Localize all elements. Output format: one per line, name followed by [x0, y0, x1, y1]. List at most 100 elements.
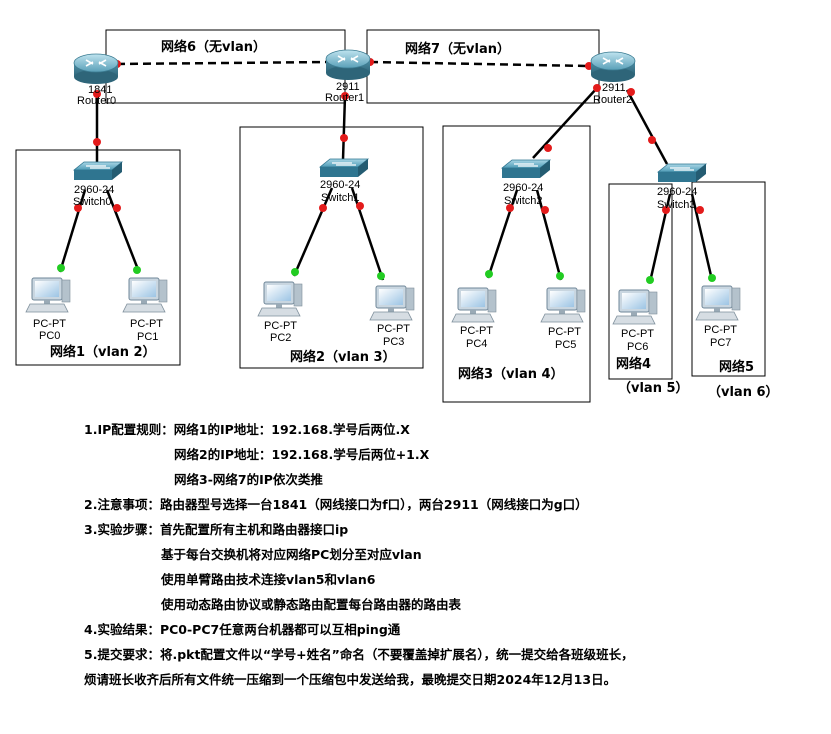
net2-label: 网络2（vlan 3） [290, 349, 396, 365]
net5-label: 网络5 [719, 359, 754, 375]
port-dot [544, 144, 552, 152]
router-0-name: Router0 [77, 95, 116, 107]
port-dot [319, 204, 327, 212]
router-0-model: 1841 [88, 84, 112, 96]
port-dot [662, 206, 670, 214]
note-step-router-on-stick: 使用单臂路由技术连接vlan5和vlan6 [161, 572, 376, 587]
switch-3[interactable]: 2960-24 Switch3 [657, 163, 707, 211]
pc-1-type: PC-PT [130, 318, 163, 330]
note-step-routing: 使用动态路由协议或静态路由配置每台路由器的路由表 [161, 597, 462, 612]
net4-vlan-label: （vlan 5） [618, 380, 689, 396]
pc-6[interactable]: PC-PT PC6 [612, 289, 658, 353]
net4-box [608, 183, 673, 380]
port-dot [506, 204, 514, 212]
router-1[interactable]: 2911 Router1 [325, 49, 371, 104]
port-dot [356, 202, 364, 210]
pc-0-type: PC-PT [33, 318, 66, 330]
pc-3-name: PC3 [383, 336, 404, 348]
router-1-model: 2911 [336, 81, 360, 93]
port-dot-up [485, 270, 493, 278]
switch-2-model: 2960-24 [503, 182, 543, 194]
switch-2[interactable]: 2960-24 Switch2 [501, 159, 551, 207]
pc-1-name: PC1 [137, 331, 158, 343]
port-dot [93, 138, 101, 146]
pc-0-name: PC0 [39, 330, 60, 342]
pc-7-type: PC-PT [704, 324, 737, 336]
net3-label: 网络3（vlan 4） [458, 366, 564, 382]
note-result: 4.实验结果：PC0-PC7任意两台机器都可以互相ping通 [84, 622, 401, 637]
net1-label: 网络1（vlan 2） [50, 344, 156, 360]
note-steps: 3.实验步骤：首先配置所有主机和路由器接口ip [84, 522, 349, 537]
pc-7-name: PC7 [710, 337, 731, 349]
port-dot [113, 204, 121, 212]
link-router0-router1 [116, 60, 332, 66]
net5-vlan-label: （vlan 6） [708, 384, 779, 400]
switch-1[interactable]: 2960-24 Switch1 [319, 158, 369, 204]
pc-4[interactable]: PC-PT PC4 [451, 287, 497, 350]
port-dot-up [377, 272, 385, 280]
link-router2-switch3 [625, 89, 669, 165]
switch-1-model: 2960-24 [320, 179, 360, 191]
switch-0-model: 2960-24 [74, 184, 114, 196]
switch-0[interactable]: 2960-24 Switch0 [73, 161, 123, 208]
link-switch1-pc2 [292, 187, 334, 277]
port-dot-up [133, 266, 141, 274]
pc-4-name: PC4 [466, 338, 487, 350]
router-1-name: Router1 [325, 92, 364, 104]
pc-7[interactable]: PC-PT PC7 [695, 285, 741, 349]
assignment-notes: 1.IP配置规则：网络1的IP地址：192.168.学号后两位.X 网络2的IP… [84, 417, 784, 692]
port-dot [74, 204, 82, 212]
switch-3-name: Switch3 [657, 199, 696, 211]
link-switch0-pc1 [105, 189, 141, 273]
pc-2[interactable]: PC-PT PC2 [257, 281, 303, 344]
port-dot-up [291, 268, 299, 276]
port-dot [341, 92, 349, 100]
pc-4-type: PC-PT [460, 325, 493, 337]
router-2-name: Router2 [593, 94, 632, 106]
router-2-model: 2911 [602, 82, 626, 94]
pc-3-type: PC-PT [377, 323, 410, 335]
net3-box [442, 125, 591, 403]
port-dot [541, 206, 549, 214]
router-0[interactable]: 1841 Router0 [73, 53, 119, 107]
note-ip-rule: 1.IP配置规则：网络1的IP地址：192.168.学号后两位.X [84, 422, 410, 437]
router-2[interactable]: 2911 Router2 [590, 51, 636, 106]
pc-6-name: PC6 [627, 341, 648, 353]
port-dot-up [556, 272, 564, 280]
net7-label: 网络7（无vlan） [405, 41, 510, 57]
link-router1-switch1 [341, 95, 347, 161]
switch-2-name: Switch2 [504, 195, 543, 207]
link-switch3-pc7 [690, 193, 714, 281]
pc-3[interactable]: PC-PT PC3 [369, 285, 415, 348]
note-ip-net3-7: 网络3-网络7的IP依次类推 [174, 472, 323, 487]
link-router2-switch2 [532, 87, 598, 159]
network-boxes [15, 29, 766, 403]
pc-0[interactable]: PC-PT PC0 [25, 277, 71, 342]
port-dot-up [57, 264, 65, 272]
pc-5[interactable]: PC-PT PC5 [540, 287, 586, 351]
link-switch0-pc0 [58, 189, 87, 273]
note-step-vlan: 基于每台交换机将对应网络PC划分至对应vlan [161, 547, 422, 562]
net5-box [691, 181, 766, 377]
switch-0-name: Switch0 [73, 196, 112, 208]
port-dot [93, 90, 101, 98]
note-ip-net2: 网络2的IP地址：192.168.学号后两位+1.X [174, 447, 430, 462]
port-dot [696, 206, 704, 214]
port-dot-up [646, 276, 654, 284]
net7-box [366, 29, 600, 104]
pc-5-name: PC5 [555, 339, 576, 351]
note-precautions: 2.注意事项：路由器型号选择一台1841（网线接口为f口），两台2911（网线接… [84, 497, 588, 512]
link-router1-router2 [369, 60, 590, 68]
port-dot [340, 134, 348, 142]
switch-1-name: Switch1 [321, 192, 360, 204]
pc-1[interactable]: PC-PT PC1 [122, 277, 168, 343]
pc-5-type: PC-PT [548, 326, 581, 338]
net6-label: 网络6（无vlan） [161, 39, 266, 55]
note-submission: 5.提交要求：将.pkt配置文件以“学号+姓名”命名（不要覆盖掉扩展名），统一提… [84, 647, 634, 687]
net2-box [239, 126, 424, 369]
pc-2-type: PC-PT [264, 320, 297, 332]
link-switch2-pc5 [535, 189, 563, 281]
net4-label: 网络4 [616, 356, 651, 372]
switch-3-model: 2960-24 [657, 186, 697, 198]
pc-2-name: PC2 [270, 332, 291, 344]
